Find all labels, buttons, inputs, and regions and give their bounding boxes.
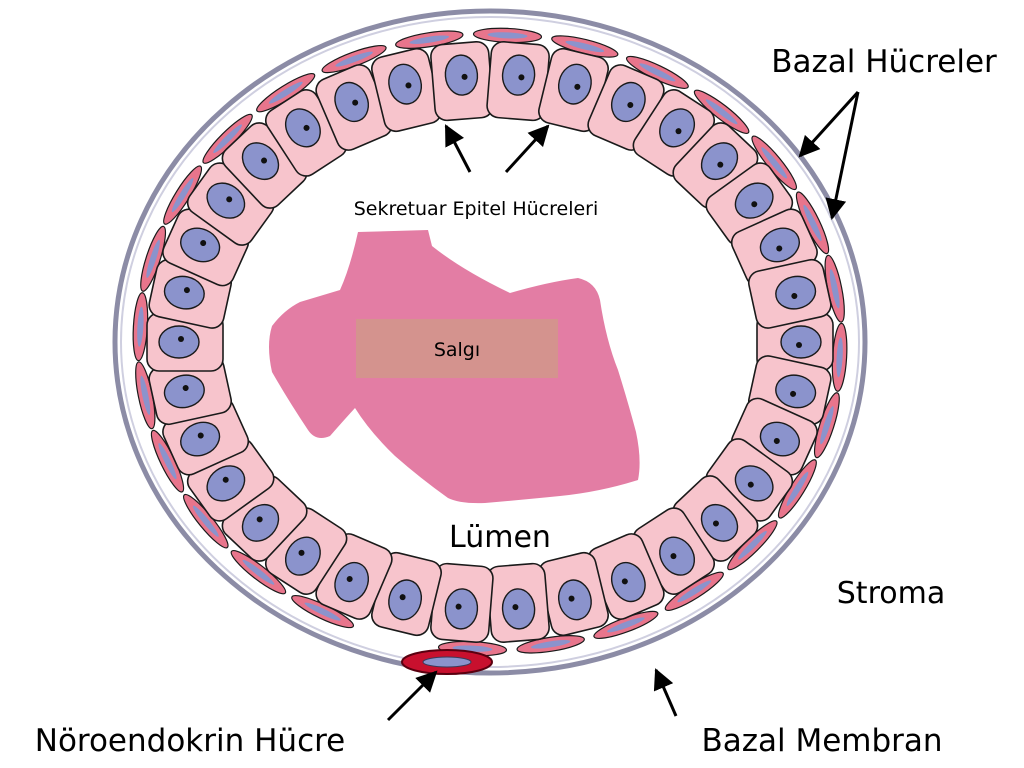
secretory-epithelial-cell	[747, 258, 832, 329]
secretory-epithelial-cell	[756, 312, 834, 372]
secretory-epithelial-cell	[486, 562, 550, 643]
basal-cell	[291, 595, 355, 629]
basal-cell	[230, 550, 287, 595]
secretory-epithelial-cell	[371, 47, 442, 133]
basal-cell	[140, 225, 167, 292]
sekretuar-epitel-label: Sekretuar Epitel Hücreleri	[354, 198, 599, 220]
secretory-epithelial-cell	[146, 312, 224, 372]
basal-cell	[150, 429, 185, 493]
stroma-label: Stroma	[837, 576, 945, 611]
basement-membrane	[112, 8, 868, 676]
secretory-epithelial-cell	[538, 47, 609, 133]
basal-cell	[693, 89, 750, 134]
arrow-to-neuroendocrine	[386, 670, 438, 722]
bazal-hucreler-label: Bazal Hücreler	[771, 44, 997, 80]
secretory-epithelial-cell	[430, 562, 494, 643]
secretory-epithelial-cell	[221, 475, 308, 562]
arrow-to-basal-cell-1	[798, 90, 860, 158]
secretory-epithelial-cell	[315, 64, 393, 151]
arrow-to-epithelial-left	[444, 124, 472, 173]
secretory-epithelial-cell	[672, 475, 759, 562]
secretory-epithelial-layer	[146, 41, 834, 643]
lumen-label: Lümen	[449, 520, 551, 555]
secretory-epithelial-cell	[186, 162, 275, 246]
secretory-epithelial-cell	[486, 41, 550, 122]
secretory-epithelial-cell	[587, 533, 665, 620]
arrow-to-basement-membrane	[653, 668, 678, 717]
noroendokrin-label: Nöroendokrin Hücre	[35, 723, 346, 759]
bazal-membran-label: Bazal Membran	[701, 723, 942, 759]
basal-cell	[472, 27, 543, 44]
basal-cell	[202, 113, 253, 164]
basal-cell	[516, 635, 585, 654]
salgi-label: Salgı	[434, 339, 480, 361]
basal-cell	[132, 292, 149, 362]
salgi-label-box	[356, 319, 558, 378]
secretory-epithelial-cell	[148, 355, 233, 426]
neuroendocrine-cell	[401, 649, 493, 675]
basal-cell	[813, 392, 840, 459]
arrow-to-epithelial-right	[504, 124, 550, 174]
secretory-epithelial-cell	[430, 41, 494, 122]
basement-membrane-inner-line	[120, 16, 860, 668]
basal-cell	[551, 35, 619, 58]
basal-cell	[395, 30, 464, 49]
arrow-to-basal-cell-2	[825, 91, 860, 221]
